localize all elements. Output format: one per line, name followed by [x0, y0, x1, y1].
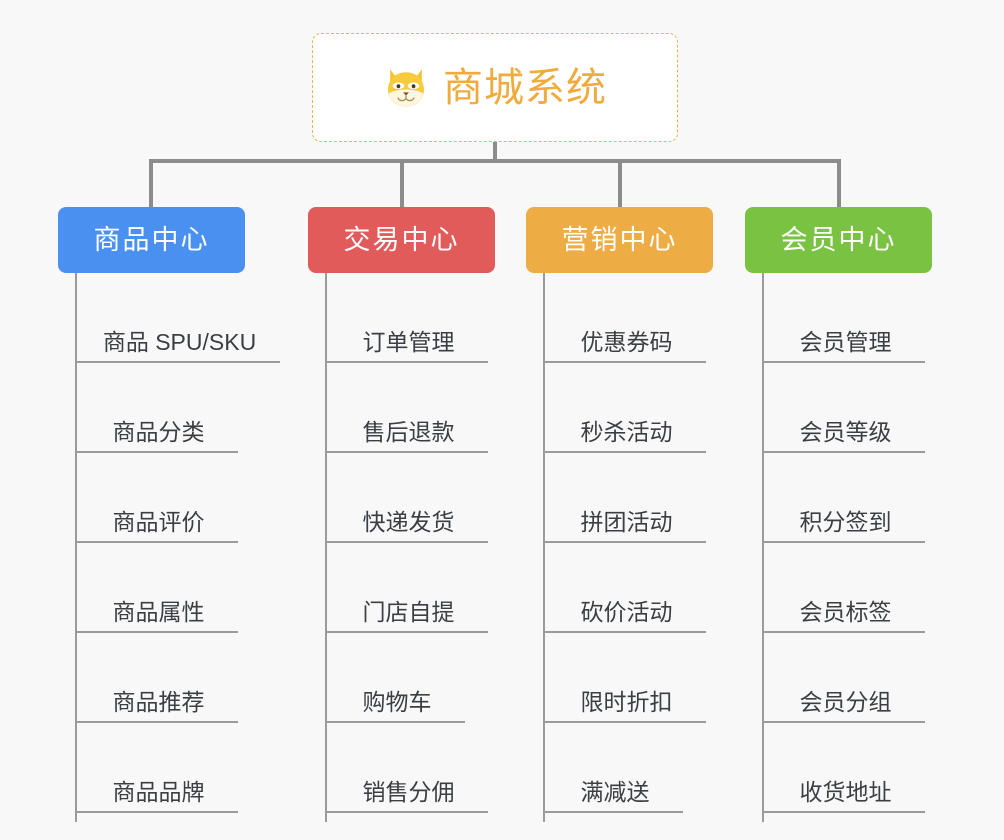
leaf-label: 积分签到 — [799, 508, 892, 535]
leaf-item[interactable]: 商品属性 — [75, 543, 238, 633]
leaf-label: 会员管理 — [799, 328, 892, 355]
leaf-item[interactable]: 限时折扣 — [543, 633, 706, 723]
leaf-label: 商品属性 — [112, 598, 205, 625]
leaf-item[interactable]: 订单管理 — [325, 273, 488, 363]
leaf-item[interactable]: 销售分佣 — [325, 723, 488, 813]
leaf-label: 会员分组 — [799, 688, 892, 715]
leaf-item[interactable]: 砍价活动 — [543, 543, 706, 633]
leaf-item[interactable]: 满减送 — [543, 723, 683, 813]
branch-label: 会员中心 — [780, 224, 897, 255]
leaf-label: 销售分佣 — [362, 778, 455, 805]
branch-node-商品中心[interactable]: 商品中心 — [58, 207, 245, 273]
root-title: 商城系统 — [443, 65, 607, 110]
leaf-label: 商品推荐 — [112, 688, 205, 715]
leaf-label: 会员标签 — [799, 598, 892, 625]
connector-root-stem — [493, 142, 497, 163]
leaf-item[interactable]: 商品 SPU/SKU — [75, 273, 280, 363]
branch-node-交易中心[interactable]: 交易中心 — [308, 207, 495, 273]
leaf-label: 优惠券码 — [580, 328, 673, 355]
connector-drop-2 — [400, 159, 404, 208]
leaf-item[interactable]: 快递发货 — [325, 453, 488, 543]
leaf-item[interactable]: 会员标签 — [762, 543, 925, 633]
leaf-item[interactable]: 商品品牌 — [75, 723, 238, 813]
leaf-label: 售后退款 — [362, 418, 455, 445]
leaf-label: 秒杀活动 — [580, 418, 673, 445]
leaf-label: 商品 SPU/SKU — [102, 328, 257, 355]
leaf-label: 收货地址 — [799, 778, 892, 805]
leaf-item[interactable]: 秒杀活动 — [543, 363, 706, 453]
leaf-label: 订单管理 — [362, 328, 455, 355]
branch-node-营销中心[interactable]: 营销中心 — [526, 207, 713, 273]
leaf-item[interactable]: 商品分类 — [75, 363, 238, 453]
leaf-label: 商品评价 — [112, 508, 205, 535]
branch-label: 商品中心 — [93, 224, 210, 255]
leaf-spine — [325, 273, 327, 822]
root-node[interactable]: 商城系统 — [312, 33, 678, 142]
leaf-item[interactable]: 会员管理 — [762, 273, 925, 363]
leaf-item[interactable]: 优惠券码 — [543, 273, 706, 363]
leaf-item[interactable]: 积分签到 — [762, 453, 925, 543]
leaf-label: 会员等级 — [799, 418, 892, 445]
leaf-item[interactable]: 会员等级 — [762, 363, 925, 453]
leaf-spine — [75, 273, 77, 822]
leaf-item[interactable]: 商品推荐 — [75, 633, 238, 723]
leaf-item[interactable]: 商品评价 — [75, 453, 238, 543]
leaf-label: 快递发货 — [362, 508, 455, 535]
connector-drop-4 — [837, 159, 841, 208]
leaf-label: 购物车 — [362, 688, 432, 715]
branch-label: 交易中心 — [343, 224, 460, 255]
leaf-label: 门店自提 — [362, 598, 455, 625]
leaf-item[interactable]: 收货地址 — [762, 723, 925, 813]
leaf-spine — [762, 273, 764, 822]
leaf-label: 限时折扣 — [580, 688, 673, 715]
leaf-label: 满减送 — [580, 778, 650, 805]
connector-horizontal-bus — [150, 159, 840, 163]
branch-label: 营销中心 — [561, 224, 678, 255]
connector-drop-1 — [149, 159, 153, 208]
leaf-item[interactable]: 购物车 — [325, 633, 465, 723]
leaf-item[interactable]: 售后退款 — [325, 363, 488, 453]
dog-face-icon — [388, 68, 424, 107]
branch-node-会员中心[interactable]: 会员中心 — [745, 207, 932, 273]
leaf-item[interactable]: 拼团活动 — [543, 453, 706, 543]
leaf-label: 拼团活动 — [580, 508, 673, 535]
leaf-spine — [543, 273, 545, 822]
leaf-item[interactable]: 门店自提 — [325, 543, 488, 633]
leaf-item[interactable]: 会员分组 — [762, 633, 925, 723]
leaf-label: 商品分类 — [112, 418, 205, 445]
leaf-label: 商品品牌 — [112, 778, 205, 805]
leaf-label: 砍价活动 — [580, 598, 673, 625]
connector-drop-3 — [618, 159, 622, 208]
